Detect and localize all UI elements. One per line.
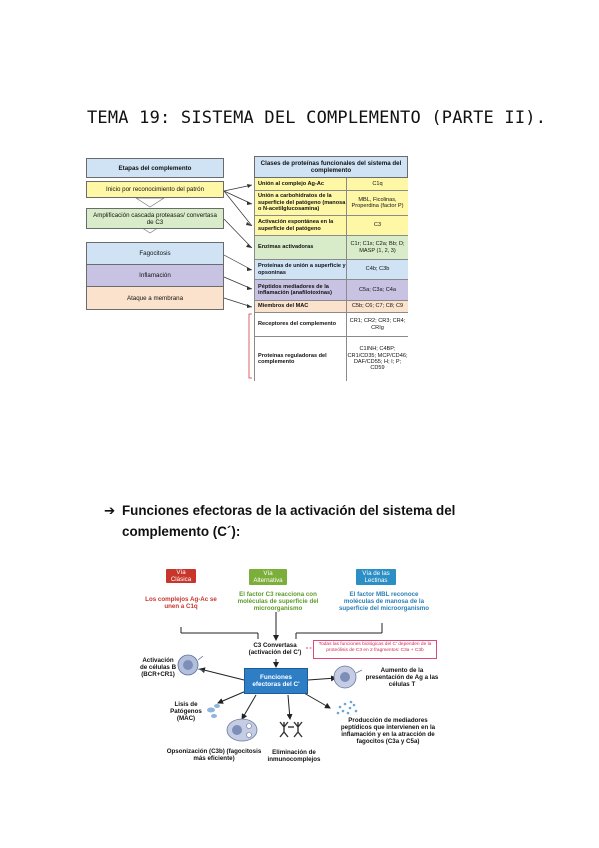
stage-inflammation: Inflamación: [86, 264, 224, 287]
antigen-presenting-cell-icon: [333, 665, 363, 689]
pathway-diagram-graphics: [177, 612, 383, 742]
alternative-pathway-header: Vía Alternativa: [249, 569, 287, 585]
effector-functions-figure: Vía Clásica Vía Alternativa Vía de las L…: [138, 567, 470, 772]
classical-pathway-header: Vía Clásica: [166, 569, 196, 583]
row-value: CR1; CR2; CR3; CR4; CRIg: [347, 313, 408, 337]
mediators-dots-icon: [336, 700, 358, 715]
page-title: TEMA 19: SISTEMA DEL COMPLEMENTO (PARTE …: [87, 108, 547, 128]
b-cell-activation-label: Activación de células B (BCR+CR1): [139, 657, 177, 678]
effector-functions-heading: ➔ Funciones efectoras de la activación d…: [104, 500, 484, 542]
row-label: Proteínas de unión a superficie y opsoni…: [255, 260, 347, 280]
row-label: Enzimas activadoras: [255, 236, 347, 260]
row-label: Unión al complejo Ag-Ac: [255, 178, 347, 191]
row-label: Unión a carbohidratos de la superficie d…: [255, 191, 347, 216]
stage-phagocytosis: Fagocitosis: [86, 242, 224, 265]
row-label: Receptores del complemento: [255, 313, 347, 337]
row-value: C1r; C1s; C2a; Bb; D; MASP (1, 2, 3): [347, 236, 408, 260]
lectin-pathway-description: El factor MBL reconoce moléculas de mano…: [338, 591, 430, 612]
functional-classes-header: Clases de proteínas funcionales del sist…: [254, 156, 408, 178]
row-label: Péptidos mediadores de la inflamación (a…: [255, 280, 347, 301]
lectin-pathway-header: Vía de las Lectinas: [356, 569, 396, 585]
row-value: MBL, Ficolinas, Properdina (factor P): [347, 191, 408, 216]
heading-line-1: Funciones efectoras de la activación del…: [122, 503, 456, 518]
c3-convertase-label: C3 Convertasa (activación del C'): [248, 642, 302, 656]
heading-line-2: complemento (C´):: [122, 524, 241, 539]
row-value: C3: [347, 216, 408, 236]
row-value: C4b; C3b: [347, 260, 408, 280]
antigen-presentation-label: Aumento de la presentación de Ag a las c…: [365, 667, 439, 688]
arrow-right-icon: ➔: [104, 503, 116, 518]
functional-classes-table: Unión al complejo Ag-Ac C1q Unión a carb…: [254, 178, 408, 381]
c3-proteolysis-note: Todas las funciones biológicas del C' de…: [313, 640, 437, 659]
phagocyte-icon: [226, 718, 258, 742]
row-value: C5b; C6; C7; C8; C9: [347, 301, 408, 313]
row-label: Proteínas reguladoras del complemento: [255, 337, 347, 381]
complement-stages-figure: Etapas del complemento Inicio por recono…: [86, 153, 412, 381]
row-value: C1q: [347, 178, 408, 191]
effector-functions-box: Funciones efectoras del C': [244, 668, 308, 694]
alternative-pathway-description: El factor C3 reacciona con moléculas de …: [237, 591, 319, 612]
immunocomplex-icon: [279, 721, 303, 738]
opsonization-label: Opsonización (C3b) (fagocitosis más efic…: [166, 748, 262, 762]
stage-amplification: Amplificación cascada proteasas/ convert…: [86, 208, 224, 229]
row-value: C1INH; C4BP; CR1/CD35; MCP/CD46; DAF/CD5…: [347, 337, 408, 381]
stages-header: Etapas del complemento: [86, 158, 224, 178]
mediators-production-label: Producción de mediadores peptídicos que …: [340, 717, 436, 745]
b-cell-icon: [177, 654, 205, 676]
classical-pathway-description: Los complejos Ag-Ac se unen a C1q: [145, 596, 217, 610]
immunocomplex-elimination-label: Eliminación de inmunocomplejos: [267, 749, 321, 763]
stage-membrane-attack: Ataque a membrana: [86, 286, 224, 310]
lysis-pathogen-icon: [207, 704, 220, 718]
row-value: C5a; C3a; C4a: [347, 280, 408, 301]
stage-pattern-recognition: Inicio por reconocimiento del patrón: [86, 181, 224, 198]
pathogen-lysis-label: Lisis de Patógenos (MAC): [170, 701, 202, 722]
row-label: Miembros del MAC: [255, 301, 347, 313]
row-label: Activación espontánea en la superficie d…: [255, 216, 347, 236]
